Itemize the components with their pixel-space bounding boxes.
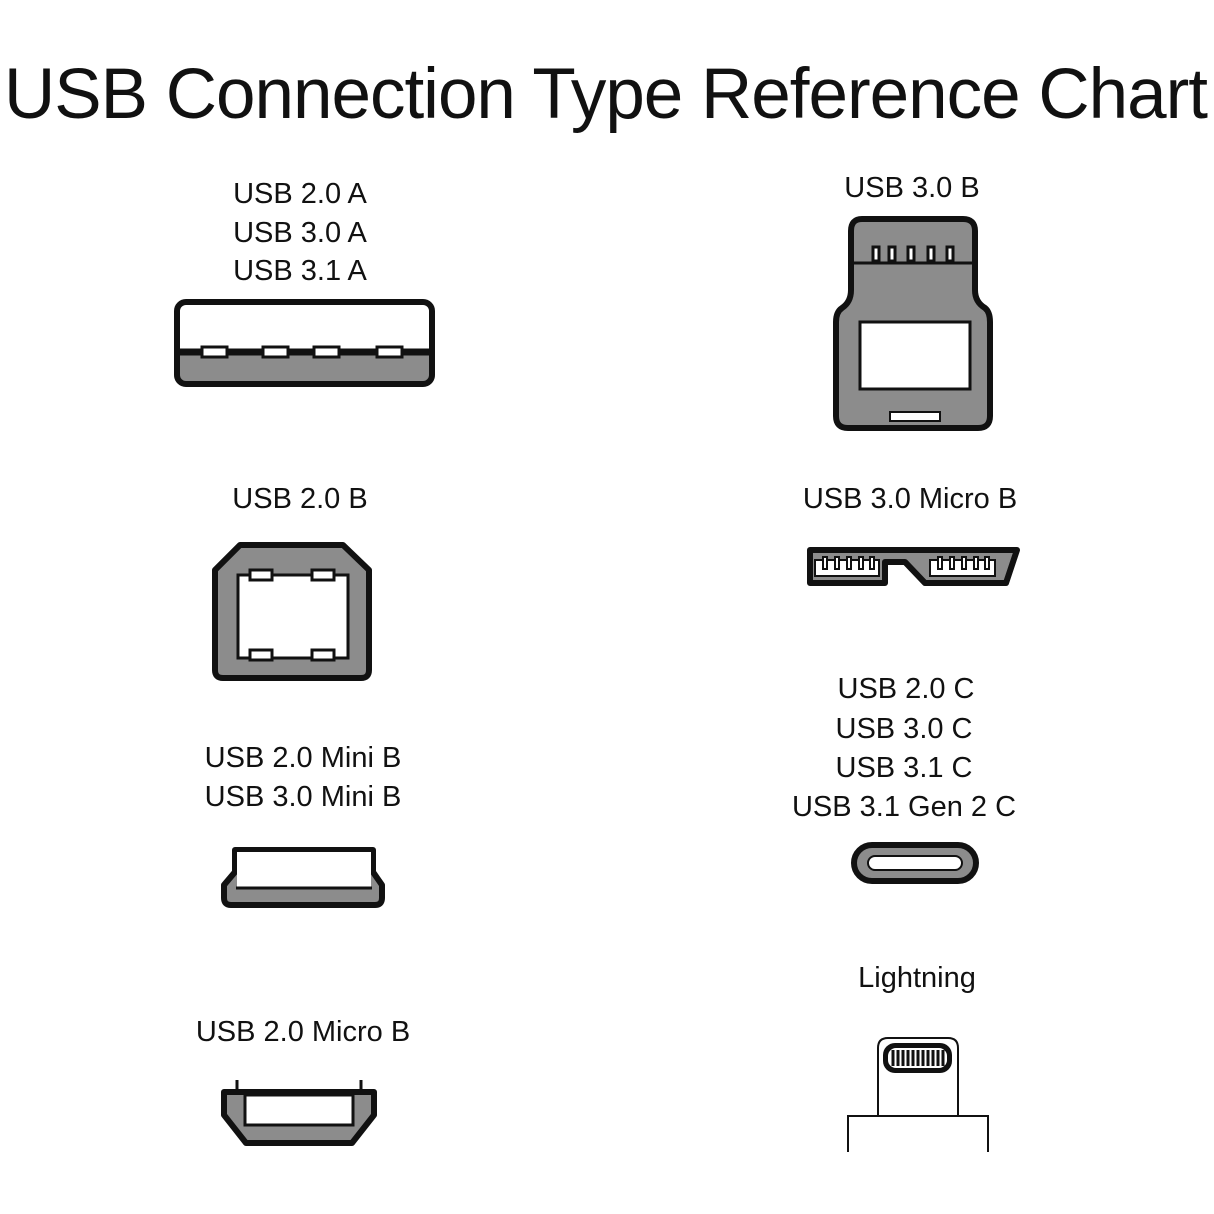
micro-b-group: USB 2.0 Micro B — [196, 1016, 410, 1146]
usb3-b-group: USB 3.0 B — [833, 172, 993, 431]
label-usb-2-0-b: USB 2.0 B — [232, 483, 367, 515]
label-lightning: Lightning — [858, 962, 976, 994]
label-usb-3-0-micro-b: USB 3.0 Micro B — [803, 483, 1017, 515]
usb-a-connector-icon — [174, 299, 435, 387]
label-usb-2-0-c: USB 2.0 C — [838, 673, 975, 705]
label-usb-3-0-b: USB 3.0 B — [844, 172, 979, 204]
lightning-group: Lightning — [847, 962, 989, 1152]
usb2-b-group: USB 2.0 B — [212, 483, 372, 681]
label-usb-3-0-a: USB 3.0 A — [233, 217, 367, 249]
label-usb-2-0-micro-b: USB 2.0 Micro B — [196, 1016, 410, 1048]
usb-c-connector-icon — [851, 842, 979, 884]
usb2-b-connector-icon — [212, 542, 372, 681]
label-usb-2-0-mini-b: USB 2.0 Mini B — [205, 742, 402, 774]
usb3-micro-b-group: USB 3.0 Micro B — [803, 483, 1020, 586]
mini-b-connector-icon — [221, 847, 385, 908]
usb-a-group: USB 2.0 A USB 3.0 A USB 3.1 A — [174, 178, 435, 387]
page-title: USB Connection Type Reference Chart — [4, 55, 1208, 134]
label-usb-3-0-c: USB 3.0 C — [836, 713, 973, 745]
mini-b-group: USB 2.0 Mini B USB 3.0 Mini B — [205, 742, 402, 908]
label-usb-3-1-gen-2-c: USB 3.1 Gen 2 C — [792, 791, 1016, 823]
lightning-connector-icon — [847, 1037, 989, 1152]
usb3-b-connector-icon — [833, 216, 993, 431]
label-usb-3-0-mini-b: USB 3.0 Mini B — [205, 781, 402, 813]
label-usb-2-0-a: USB 2.0 A — [233, 178, 367, 210]
label-usb-3-1-a: USB 3.1 A — [233, 255, 367, 287]
micro-b-connector-icon — [221, 1080, 377, 1146]
usb3-micro-b-connector-icon — [807, 547, 1020, 586]
usb-c-group: USB 2.0 C USB 3.0 C USB 3.1 C USB 3.1 Ge… — [792, 673, 1016, 884]
label-usb-3-1-c: USB 3.1 C — [836, 752, 973, 784]
